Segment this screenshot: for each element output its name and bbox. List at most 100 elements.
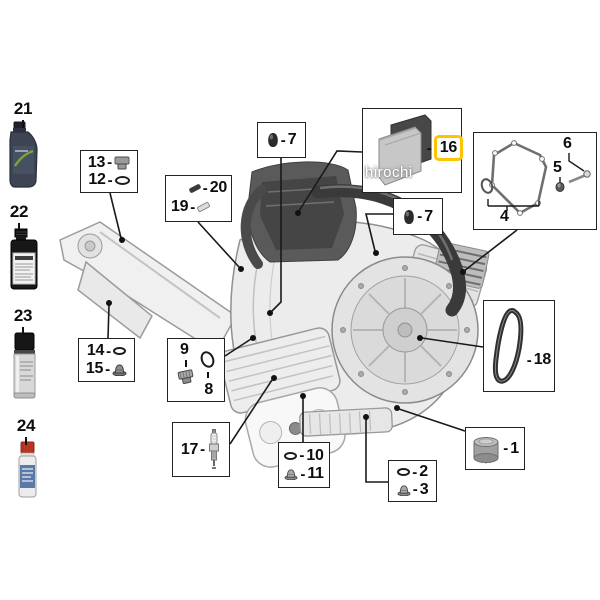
- o-ring-icon: [198, 349, 217, 370]
- part-number: 10: [306, 446, 324, 464]
- part-row-14: 14 -: [83, 343, 130, 359]
- part-number: 19: [171, 198, 189, 215]
- dash: -: [190, 198, 196, 216]
- dash: -: [105, 360, 111, 378]
- part-row-12: 12 -: [85, 172, 133, 188]
- callout-lines: [106, 150, 518, 483]
- dash: -: [412, 463, 418, 481]
- part-number-8: 8: [204, 381, 213, 398]
- part-row-18: - 18: [526, 351, 552, 369]
- part-number: 13: [87, 153, 106, 171]
- callout-box-18[interactable]: - 18: [483, 300, 555, 392]
- product-label-22[interactable]: 22: [2, 203, 36, 231]
- fluid-bottle-icon[interactable]: [10, 228, 38, 290]
- part-number: 11: [307, 465, 324, 483]
- part-row-15: 15 -: [83, 361, 130, 377]
- part-row-10: - 10: [283, 446, 325, 465]
- dash: -: [503, 440, 509, 457]
- rubber-cap-icon: [267, 133, 278, 147]
- callout-line-7-right: [364, 213, 393, 256]
- screw-plug-icon: [177, 369, 194, 385]
- callout-line-13-12: [109, 192, 125, 243]
- dash: -: [202, 179, 208, 197]
- pointer-tick: [18, 223, 20, 231]
- product-label-24[interactable]: 24: [9, 417, 43, 445]
- callout-box-2-3[interactable]: - 2 - 3: [388, 460, 437, 502]
- o-ring-icon: [114, 175, 130, 185]
- gasket-detail-art: [480, 140, 591, 216]
- callout-line-14-15: [106, 300, 112, 339]
- pin-screw-icon: [196, 201, 211, 213]
- part-number: 18: [533, 351, 552, 368]
- part-number: 7: [424, 207, 433, 225]
- part-row-20: - 20: [188, 179, 228, 197]
- callout-line-10-11: [300, 393, 306, 442]
- pointer-tick: [22, 327, 24, 335]
- oil-filler-cap-icon: [114, 156, 130, 170]
- part-number: 15: [85, 360, 104, 377]
- dash: -: [426, 139, 432, 157]
- o-ring-icon: [113, 347, 127, 355]
- part-16-highlight[interactable]: 16: [433, 135, 463, 161]
- dash: -: [526, 351, 532, 369]
- callout-box-17[interactable]: 17 -: [172, 422, 230, 477]
- dash: -: [300, 465, 306, 483]
- product-label-23[interactable]: 23: [6, 307, 40, 335]
- callout-box-7-right[interactable]: - 7: [393, 198, 443, 235]
- callout-line-4-5-6: [460, 229, 518, 275]
- dash: -: [107, 154, 113, 172]
- part-number: 24: [16, 416, 36, 435]
- callout-line-16: [295, 150, 363, 216]
- callout-box-4-5-6[interactable]: 6 5 4: [473, 132, 597, 230]
- grommet-plug-icon: [284, 469, 298, 481]
- dash: -: [280, 131, 286, 149]
- grommet-plug-icon: [397, 485, 411, 496]
- part-number: 1: [510, 439, 519, 457]
- part-number: 3: [419, 480, 429, 498]
- callout-line-19-20: [197, 221, 244, 272]
- part-number-4: 4: [500, 208, 509, 225]
- part-number: 2: [419, 463, 428, 481]
- callout-box-1[interactable]: - 1: [465, 427, 525, 470]
- callout-line-1: [394, 405, 466, 432]
- callout-box-10-11[interactable]: - 10 - 11: [278, 442, 330, 488]
- part-row-19: 19 -: [171, 198, 211, 216]
- part-number: 12: [88, 171, 106, 189]
- screw-icon: [188, 182, 202, 194]
- part-number: 17: [180, 440, 199, 458]
- part-number-5: 5: [553, 159, 562, 176]
- pointer-tick: [185, 360, 187, 367]
- spray-can-icon[interactable]: [13, 332, 36, 399]
- callout-box-8-9[interactable]: 9 8: [167, 338, 225, 402]
- callout-box-19-20[interactable]: - 20 19 -: [165, 175, 232, 222]
- additive-bottle-icon[interactable]: [18, 441, 37, 498]
- pointer-tick: [25, 437, 27, 445]
- callout-box-13-12[interactable]: 13 - 12 -: [80, 150, 138, 193]
- product-label-21[interactable]: 21: [6, 100, 40, 128]
- part-number: 14: [86, 342, 105, 359]
- part-number: 23: [13, 306, 33, 325]
- callout-line-8-9: [224, 335, 256, 357]
- o-ring-icon: [480, 178, 494, 194]
- drive-belt-icon: [492, 308, 524, 384]
- part-row-16: - 16: [426, 135, 463, 161]
- callout-box-7-top[interactable]: - 7: [257, 122, 306, 158]
- watermark: hirochi: [365, 164, 413, 181]
- pointer-tick: [207, 372, 209, 378]
- part-row-11: - 11: [283, 466, 325, 482]
- callout-line-2-3: [363, 414, 388, 483]
- dash: -: [412, 481, 418, 499]
- callout-box-14-15[interactable]: 14 - 15 -: [78, 338, 135, 382]
- screw-icon: [568, 170, 591, 184]
- part-number: 16: [439, 139, 458, 156]
- o-ring-icon: [397, 468, 411, 477]
- pointer-tick: [22, 120, 24, 128]
- oil-bottle-icon[interactable]: [9, 121, 38, 188]
- part-row-3: - 3: [393, 480, 432, 499]
- dash: -: [107, 171, 113, 189]
- part-number: 20: [209, 179, 228, 196]
- callout-line-17: [229, 375, 277, 445]
- callout-box-16[interactable]: - 16 hirochi: [362, 108, 463, 193]
- dash: -: [299, 447, 305, 465]
